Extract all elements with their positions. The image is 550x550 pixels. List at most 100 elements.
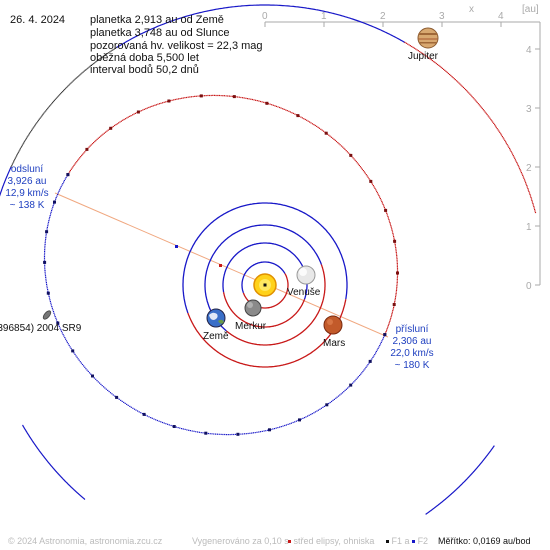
asteroid-orbit-dot-lower [109, 392, 112, 394]
asteroid-orbit-dot-upper [171, 99, 173, 101]
jupiter-orbit-dot [494, 124, 496, 126]
jupiter-orbit-dot [104, 54, 106, 56]
asteroid-orbit-dot-lower [86, 369, 88, 371]
asteroid-orbit-dot-upper [394, 300, 396, 302]
asteroid-orbit-dot-upper [97, 137, 99, 139]
asteroid-orbit-dot-lower [45, 280, 47, 282]
asteroid-orbit-dot-upper [174, 98, 176, 101]
asteroid-orbit-dot-upper [395, 293, 397, 295]
jupiter-orbit-dot [426, 56, 429, 58]
asteroid-orbit-dot-lower [100, 383, 102, 385]
asteroid-orbit-dot-upper [314, 124, 316, 127]
asteroid-orbit-dot-upper [376, 192, 378, 194]
asteroid-orbit-dot-lower [73, 352, 75, 354]
asteroid-orbit-dot-lower [93, 377, 95, 379]
asteroid-orbit-dot-lower [57, 192, 59, 194]
asteroid-orbit-dot-upper [145, 108, 147, 110]
asteroid-orbit-dot-upper [240, 96, 242, 99]
asteroid-orbit-dot-lower [322, 406, 324, 408]
jupiter-orbit-dot [488, 116, 490, 118]
asteroid-orbit-dot-upper [395, 296, 397, 298]
jupiter-orbit-dot [93, 62, 96, 64]
asteroid-orbit-dot-lower [280, 426, 282, 428]
jupiter-orbit-dot [506, 143, 508, 146]
jupiter-orbit-dot [113, 48, 115, 50]
asteroid-orbit-dot-lower [376, 349, 378, 351]
asteroid-orbit-dot-lower [87, 370, 89, 372]
asteroid-orbit-dot-lower [58, 324, 60, 326]
aphelion-distance: 3,926 au [7, 176, 47, 187]
jupiter-orbit-dot [534, 208, 536, 211]
jupiter-orbit-dot [531, 199, 533, 202]
asteroid-orbit-dot-lower [52, 311, 55, 313]
asteroid-orbit-dot-lower [58, 190, 60, 192]
asteroid-position-mark [45, 230, 49, 234]
asteroid-orbit-dot-lower [379, 343, 382, 345]
jupiter-orbit-dot [435, 62, 437, 65]
asteroid-orbit-dot-lower [258, 431, 260, 433]
jupiter-orbit-dot [107, 52, 109, 54]
asteroid-orbit-dot-lower [45, 278, 47, 280]
asteroid-orbit-dot-lower [44, 249, 46, 251]
asteroid-orbit-dot-upper [396, 266, 398, 268]
asteroid-orbit-dot-lower [138, 411, 140, 413]
jupiter-orbit-dot [411, 45, 413, 48]
asteroid-orbit-dot-upper [356, 162, 358, 164]
asteroid-orbit-dot-upper [187, 96, 189, 98]
asteroid-position-mark [369, 179, 373, 183]
asteroid-orbit-dot-upper [69, 170, 71, 172]
asteroid-orbit-dot-upper [129, 115, 131, 117]
asteroid-orbit-dot-upper [292, 112, 294, 114]
jupiter-orbit-dot [82, 71, 84, 73]
legend-f1-marker [386, 540, 389, 544]
jupiter-orbit-dot [446, 71, 448, 73]
asteroid-orbit-dot-upper [271, 104, 273, 106]
asteroid-orbit-dot-lower [314, 411, 316, 413]
asteroid-orbit-dot-lower [181, 428, 183, 430]
jupiter-orbit-dot [498, 130, 500, 132]
jupiter-orbit-dot [38, 118, 40, 120]
jupiter-orbit-dot [90, 64, 92, 66]
asteroid-orbit-dot-lower [295, 420, 297, 422]
jupiter-orbit-dot [84, 69, 86, 71]
asteroid-orbit [43, 94, 399, 436]
legend-center-label: střed elipsy, ohniska [293, 536, 375, 546]
asteroid-orbit-dot-lower [62, 333, 64, 336]
asteroid-orbit-dot-lower [60, 330, 63, 332]
asteroid-orbit-dot-lower [161, 421, 164, 424]
date-label: 26. 4. 2024 [10, 14, 66, 26]
asteroid-orbit-dot-lower [97, 381, 99, 383]
jupiter-orbit-dot [64, 88, 66, 90]
asteroid-orbit-dot-lower [168, 424, 170, 426]
asteroid-orbit-dot-lower [378, 346, 380, 348]
asteroid-orbit-dot-lower [70, 347, 72, 349]
info-distance-earth: planetka 2,913 au od Země [90, 14, 224, 26]
jupiter-orbit-dot [68, 84, 70, 86]
asteroid-orbit-dot-lower [245, 433, 247, 435]
jupiter-orbit-dot [430, 59, 432, 61]
asteroid-orbit-dot-upper [371, 183, 374, 185]
jupiter-orbit-dot [429, 58, 431, 60]
asteroid-orbit-dot-upper [163, 101, 165, 103]
jupiter-orbit-dot [532, 202, 534, 205]
jupiter-orbit-dot [525, 182, 527, 184]
jupiter-orbit-dot [65, 87, 67, 89]
asteroid-orbit-dot-upper [291, 112, 293, 114]
asteroid-orbit-dot-lower [64, 178, 66, 180]
asteroid-position-mark [265, 101, 269, 105]
jupiter-orbit-dot [514, 157, 516, 159]
asteroid-orbit-dot-lower [247, 432, 249, 435]
jupiter-orbit-dot [92, 63, 95, 65]
asteroid-orbit-dot-upper [89, 145, 91, 147]
jupiter-orbit-dot [500, 133, 502, 135]
jupiter-orbit-dot [434, 61, 436, 64]
jupiter-orbit-dot [91, 63, 93, 66]
asteroid-orbit-dot-upper [396, 270, 399, 272]
asteroid-orbit-dot-upper [208, 94, 211, 97]
legend-foci: F1 a F2 [386, 536, 428, 546]
asteroid-orbit-dot-lower [47, 290, 49, 292]
asteroid-orbit-dot-upper [285, 109, 287, 111]
asteroid-orbit-dot-lower [52, 206, 54, 208]
asteroid-orbit-dot-lower [133, 408, 136, 410]
asteroid-orbit-dot-lower [51, 306, 53, 308]
